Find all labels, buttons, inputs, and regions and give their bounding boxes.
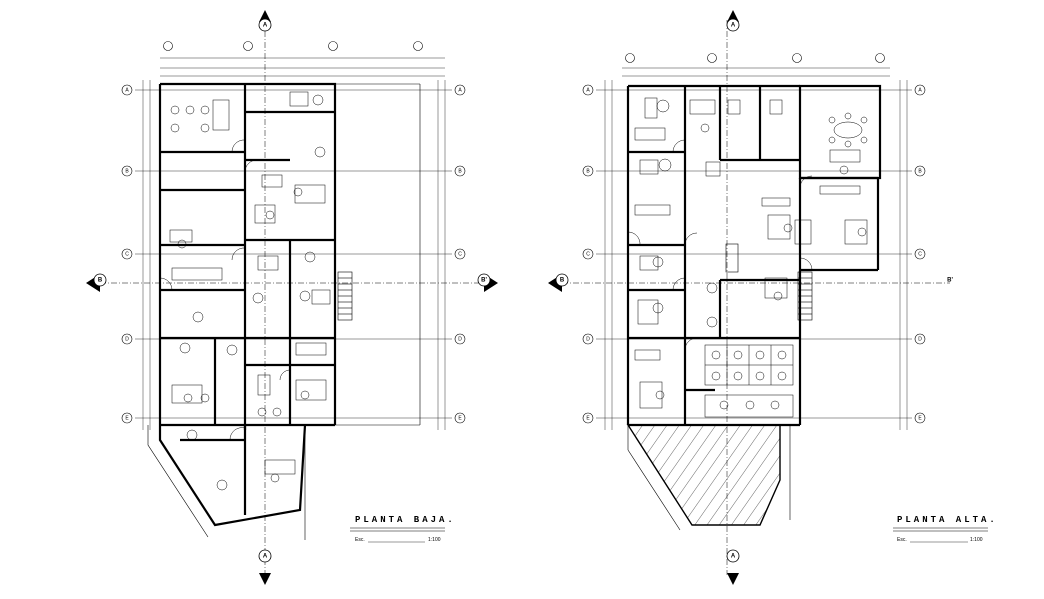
svg-text:C: C xyxy=(586,251,590,257)
section-marker-a-bottom-alta: A xyxy=(726,549,740,585)
section-marker-b-left-alta: B xyxy=(548,273,569,292)
svg-text:D: D xyxy=(918,336,922,342)
svg-text:C: C xyxy=(918,251,922,257)
section-marker-b-left: B xyxy=(86,273,107,292)
svg-text:B: B xyxy=(98,278,103,284)
planta-alta-title: PLANTA ALTA. xyxy=(897,515,998,525)
svg-text:B: B xyxy=(918,168,922,174)
row-grid-markers: A B C D E A B C D E xyxy=(121,80,466,430)
svg-text:A: A xyxy=(458,87,462,93)
section-marker-a-top-alta: A xyxy=(726,10,740,32)
svg-text:B': B' xyxy=(481,278,487,284)
svg-text:B: B xyxy=(125,168,129,174)
planta-baja-title: PLANTA BAJA. xyxy=(355,515,456,525)
svg-text:A: A xyxy=(586,87,590,93)
column-grid-top xyxy=(160,41,445,77)
svg-text:A: A xyxy=(918,87,922,93)
planta-baja-stairs xyxy=(337,271,353,321)
planta-alta-scale-value: 1:100 xyxy=(970,537,983,543)
planta-baja-plan: A A B B' A xyxy=(86,10,498,585)
planta-baja-walls xyxy=(147,82,421,540)
svg-text:D: D xyxy=(458,336,462,342)
section-marker-b-right-alta: B' xyxy=(947,278,953,284)
section-marker-a-bottom: A xyxy=(258,549,272,585)
planta-baja-scale-value: 1:100 xyxy=(428,537,441,543)
svg-text:C: C xyxy=(125,251,129,257)
planta-alta-title-block: PLANTA ALTA. Esc. 1:100 xyxy=(893,515,998,543)
planta-alta-walls xyxy=(626,84,882,427)
row-grid-markers-alta: A B C D E A B C D E xyxy=(582,80,926,430)
svg-text:E: E xyxy=(586,415,590,421)
planta-alta-terrace xyxy=(626,424,791,531)
planta-baja-title-block: PLANTA BAJA. Esc. 1:100 xyxy=(350,515,456,543)
planta-baja-furniture xyxy=(159,91,331,491)
svg-text:C: C xyxy=(458,251,462,257)
svg-text:A: A xyxy=(263,23,268,29)
svg-text:B: B xyxy=(586,168,590,174)
planta-alta-stairs xyxy=(725,243,813,321)
svg-text:A: A xyxy=(731,23,736,29)
svg-text:B: B xyxy=(458,168,462,174)
section-marker-a-top: A xyxy=(258,10,272,32)
planta-baja-scale-prefix: Esc. xyxy=(355,537,365,543)
svg-text:A: A xyxy=(731,554,736,560)
svg-text:E: E xyxy=(918,415,922,421)
section-marker-b-right: B' xyxy=(477,273,498,292)
svg-text:B: B xyxy=(560,278,565,284)
planta-alta-plan: A A B B' A B C D E xyxy=(548,10,998,585)
svg-text:A: A xyxy=(263,554,268,560)
svg-text:E: E xyxy=(458,415,462,421)
svg-text:D: D xyxy=(586,336,590,342)
planta-alta-furniture xyxy=(627,97,868,418)
column-grid-top-alta xyxy=(622,53,890,77)
svg-text:A: A xyxy=(125,87,129,93)
svg-text:E: E xyxy=(125,415,129,421)
svg-text:D: D xyxy=(125,336,129,342)
planta-alta-scale-prefix: Esc. xyxy=(897,537,907,543)
